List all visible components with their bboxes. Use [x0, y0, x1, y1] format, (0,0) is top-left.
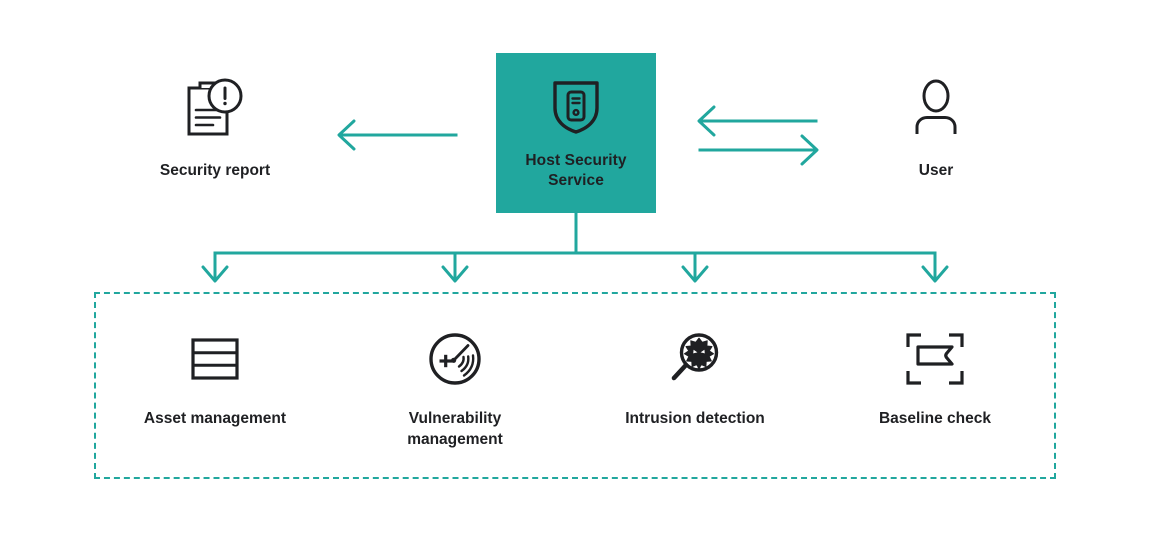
feature-label-intrusion-detection: Intrusion detection — [625, 408, 765, 429]
feature-asset-management[interactable]: Asset management — [120, 330, 310, 429]
host-security-service-box[interactable]: Host Security Service — [496, 53, 656, 213]
host-security-service-label: Host Security Service — [501, 151, 651, 191]
feature-label-asset-management: Asset management — [144, 408, 286, 429]
feature-label-baseline-check: Baseline check — [879, 408, 991, 429]
arrow-service-to-user — [698, 134, 819, 166]
user-node[interactable]: User — [856, 78, 1016, 181]
drop-arrow-vulnerability-management — [441, 251, 469, 283]
service-label-line-1: Host Security — [525, 152, 627, 169]
vulnerability-radar-icon — [426, 330, 484, 388]
magnifier-virus-icon — [666, 330, 724, 388]
arrow-user-to-service — [697, 105, 818, 137]
feature-4-line-1: Baseline check — [878, 410, 991, 427]
shield-server-icon — [545, 75, 607, 137]
feature-vulnerability-management[interactable]: Vulnerability management — [360, 330, 550, 450]
feature-intrusion-detection[interactable]: Intrusion detection — [600, 330, 790, 429]
security-report-label: Security report — [159, 162, 271, 179]
drop-arrow-asset-management — [201, 251, 229, 283]
capabilities-group-container — [94, 292, 1056, 479]
service-label-line-2: Service — [548, 172, 604, 189]
scan-frame-flag-icon — [904, 330, 966, 388]
arrow-service-to-report — [337, 119, 458, 151]
feature-2-line-2: management — [407, 431, 503, 448]
feature-label-vulnerability-management: Vulnerability management — [407, 408, 503, 450]
security-report-node[interactable]: Security report — [135, 78, 295, 181]
clipboard-alert-icon — [180, 78, 250, 145]
asset-stack-icon — [187, 330, 243, 388]
drop-arrow-baseline-check — [921, 251, 949, 283]
user-icon — [907, 78, 965, 145]
user-label: User — [918, 162, 954, 179]
feature-2-line-1: Vulnerability — [408, 410, 502, 427]
feature-baseline-check[interactable]: Baseline check — [840, 330, 1030, 429]
feature-1-line-1: Asset management — [143, 410, 287, 427]
feature-3-line-1: Intrusion detection — [625, 410, 765, 427]
drop-arrow-intrusion-detection — [681, 251, 709, 283]
